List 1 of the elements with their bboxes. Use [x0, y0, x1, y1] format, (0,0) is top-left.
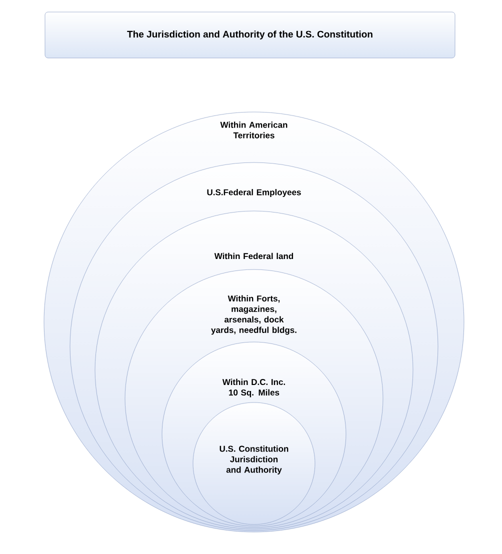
title-banner: The Jurisdiction and Authority of the U.S. Constitution [44, 12, 456, 58]
